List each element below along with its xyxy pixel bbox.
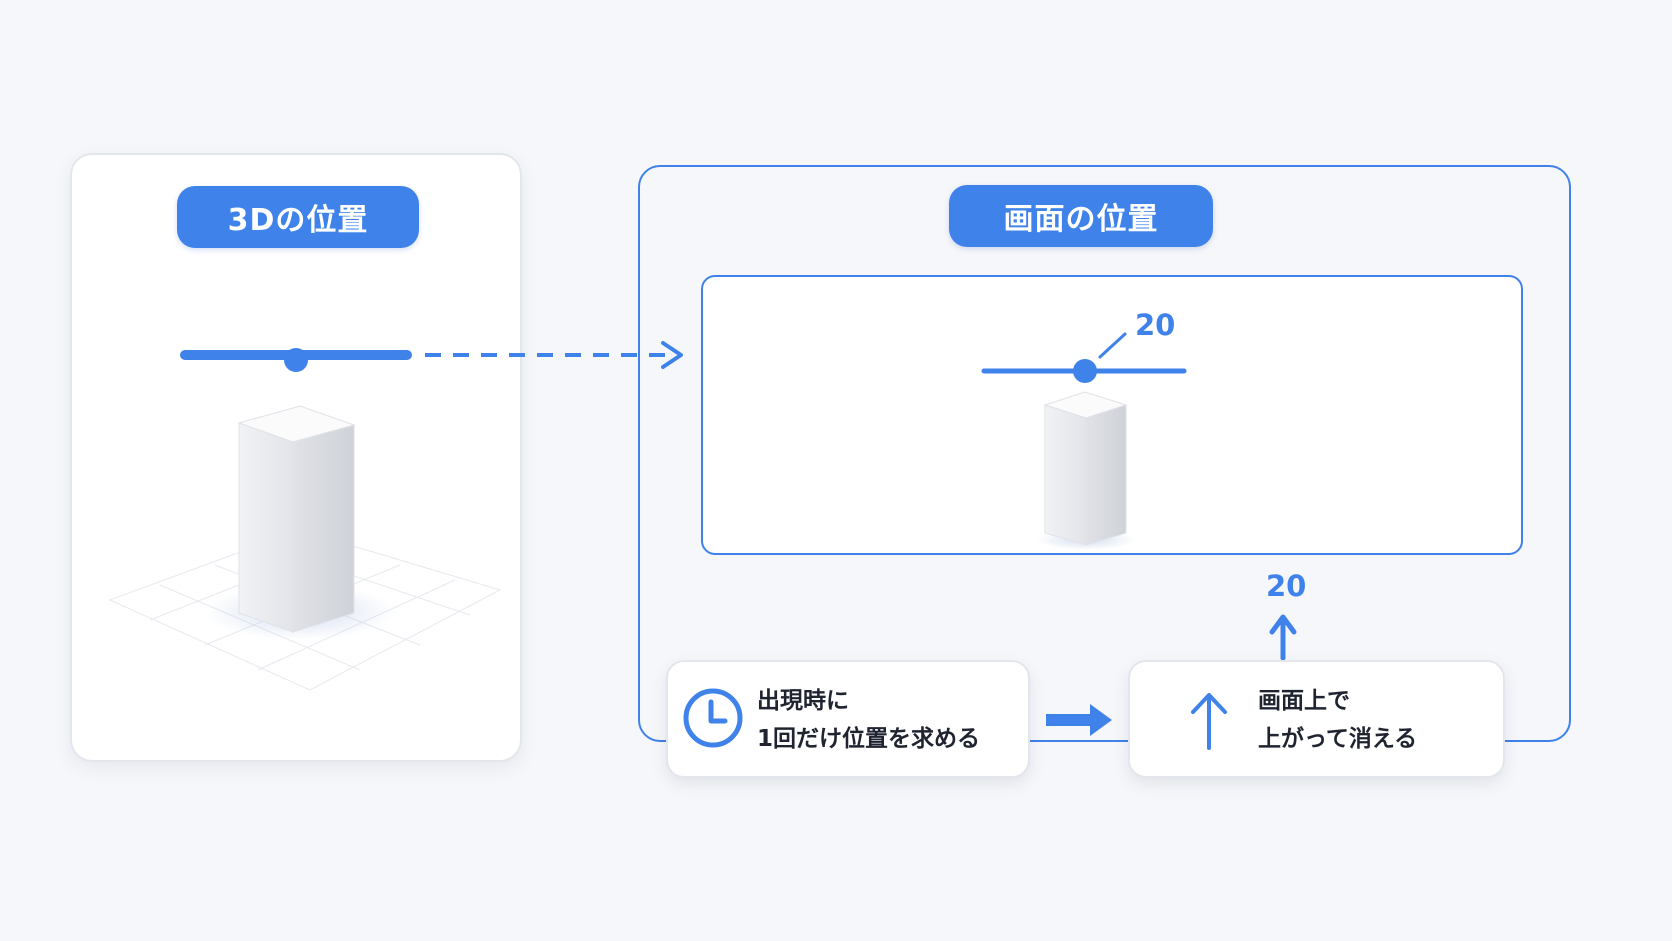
- step-card-rise-and-fade: 画面上で 上がって消える: [1128, 660, 1505, 778]
- offset-label-top: 20: [1135, 308, 1176, 342]
- step-1-line-1: 出現時に: [757, 688, 849, 714]
- screen-view-box: [701, 275, 1523, 555]
- step-2-line-2: 上がって消える: [1258, 726, 1418, 752]
- up-arrow-icon: [1191, 693, 1227, 750]
- 3d-position-card: 3Dの位置: [70, 153, 522, 762]
- step-1-text: 出現時に 1回だけ位置を求める: [757, 682, 980, 758]
- step-1-line-2: 1回だけ位置を求める: [757, 726, 981, 752]
- step-2-line-1: 画面上で: [1258, 688, 1350, 714]
- screen-position-frame: 画面の位置: [638, 165, 1571, 742]
- 3d-position-title: 3Dの位置: [177, 186, 419, 248]
- offset-label-bottom: 20: [1266, 569, 1307, 603]
- step-2-text: 画面上で 上がって消える: [1258, 682, 1417, 758]
- screen-position-title: 画面の位置: [949, 185, 1213, 247]
- step-card-compute-once: 出現時に 1回だけ位置を求める: [666, 660, 1030, 778]
- clock-icon: [683, 688, 743, 748]
